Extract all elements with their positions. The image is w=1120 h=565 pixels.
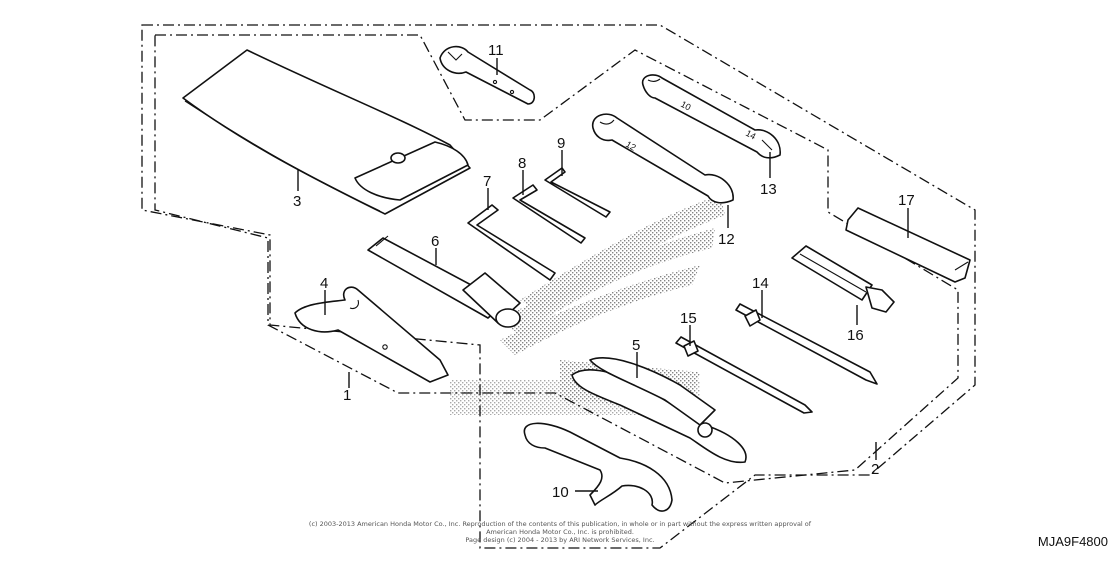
part-11-wrench	[439, 45, 536, 105]
part-13-double-wrench: 10 14	[641, 74, 781, 159]
svg-text:12: 12	[624, 139, 638, 153]
callout-13: 13	[760, 181, 777, 198]
callout-14: 14	[752, 275, 769, 292]
part-5-pliers	[571, 357, 747, 464]
callout-10: 10	[552, 484, 569, 501]
callout-17: 17	[898, 192, 915, 209]
callout-labels: 1 2 3 4 5 6 7 8 9 10 11 12 13 14 15 16 1…	[293, 42, 915, 501]
callout-1: 1	[343, 387, 351, 404]
part-6-socket-wrench	[367, 235, 521, 328]
part-16-handle	[791, 245, 895, 313]
outer-group-outline	[141, 24, 976, 549]
callout-8: 8	[518, 155, 526, 172]
part-4-spanner	[294, 286, 449, 383]
part-9-hex-key	[544, 167, 611, 218]
part-17-grip	[845, 207, 971, 283]
inner-group-outline	[154, 34, 959, 484]
callout-12: 12	[718, 231, 735, 248]
leader-lines	[297, 58, 909, 492]
callout-2: 2	[871, 461, 879, 478]
svg-text:10: 10	[679, 99, 693, 113]
part-3-tool-bag	[182, 49, 471, 215]
callout-4: 4	[320, 275, 328, 292]
copyright-line-1: (c) 2003-2013 American Honda Motor Co., …	[308, 520, 812, 536]
group-outline	[141, 24, 976, 549]
callout-3: 3	[293, 193, 301, 210]
copyright-notice: (c) 2003-2013 American Honda Motor Co., …	[300, 520, 820, 544]
callout-7: 7	[483, 173, 491, 190]
part-8-hex-key	[512, 184, 586, 244]
copyright-line-2: Page design (c) 2004 - 2013 by ARI Netwo…	[465, 536, 655, 544]
callout-9: 9	[557, 135, 565, 152]
part-15-screwdriver	[675, 336, 813, 414]
part-12-wrench: 12	[592, 113, 734, 204]
svg-text:14: 14	[744, 128, 758, 142]
callout-5: 5	[632, 337, 640, 354]
part-10-hook-wrench	[523, 422, 673, 512]
callout-11: 11	[488, 42, 504, 59]
callout-6: 6	[431, 233, 439, 250]
part-14-screwdriver	[735, 303, 878, 385]
diagram-code: MJA9F4800	[1037, 534, 1108, 549]
callout-15: 15	[680, 310, 697, 327]
part-7-hex-key	[467, 204, 556, 281]
callout-16: 16	[847, 327, 864, 344]
